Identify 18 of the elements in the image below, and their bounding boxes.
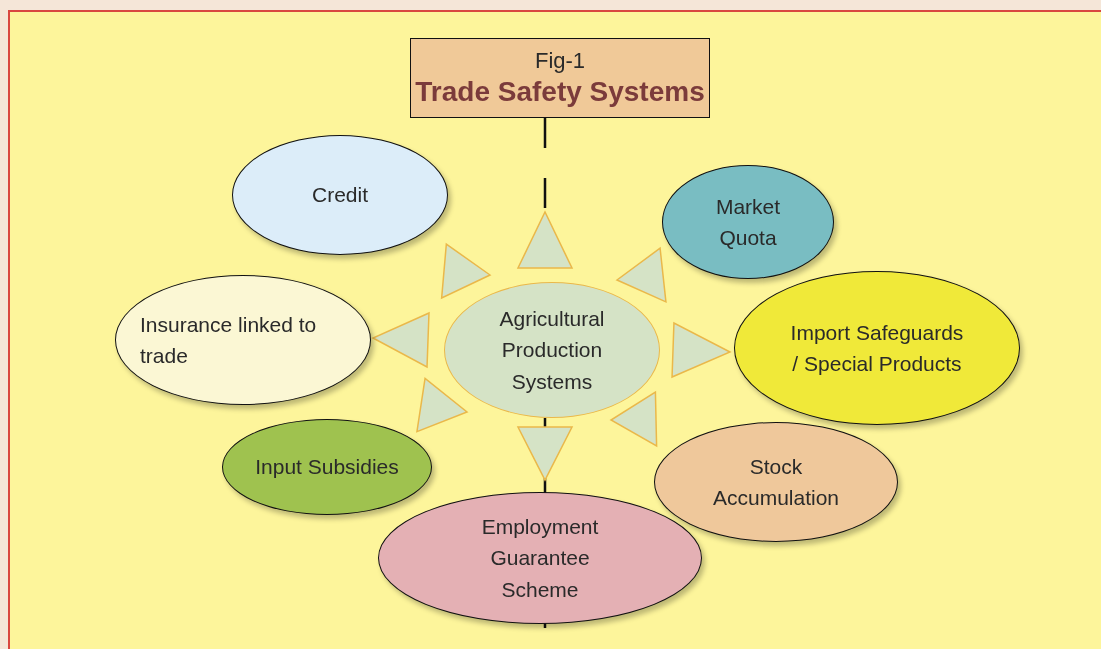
node-label: Trade Safety Systems [415, 75, 705, 110]
node-label: Employment Guarantee Scheme [480, 513, 600, 603]
triangle-arrow [609, 390, 658, 448]
node-label: Insurance linked to trade [140, 311, 318, 369]
node-label: Stock Accumulation [711, 453, 841, 511]
triangle-arrow [440, 242, 492, 300]
node-label: Agricultural Production Systems [498, 305, 606, 395]
node-label: Credit [312, 182, 368, 209]
triangle-arrow [516, 210, 574, 269]
triangle-arrow [615, 246, 667, 304]
triangle-arrow [671, 321, 732, 379]
triangle-arrow [516, 426, 574, 482]
node-label: Market Quota [714, 193, 782, 251]
node-label: Input Subsidies [255, 454, 399, 481]
node-label: Fig-1 [534, 46, 586, 75]
triangle-arrow [371, 311, 430, 369]
title-box [410, 38, 710, 118]
node-label: Import Safeguards / Special Products [789, 319, 965, 377]
